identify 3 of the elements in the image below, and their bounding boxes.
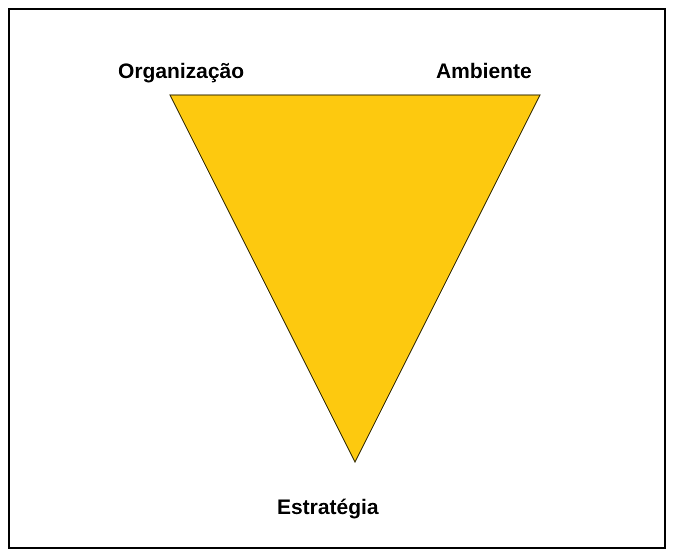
vertex-label: Ambiente <box>436 60 532 84</box>
vertex-label: Estratégia <box>277 496 379 520</box>
vertex-label: Organização <box>118 60 244 84</box>
